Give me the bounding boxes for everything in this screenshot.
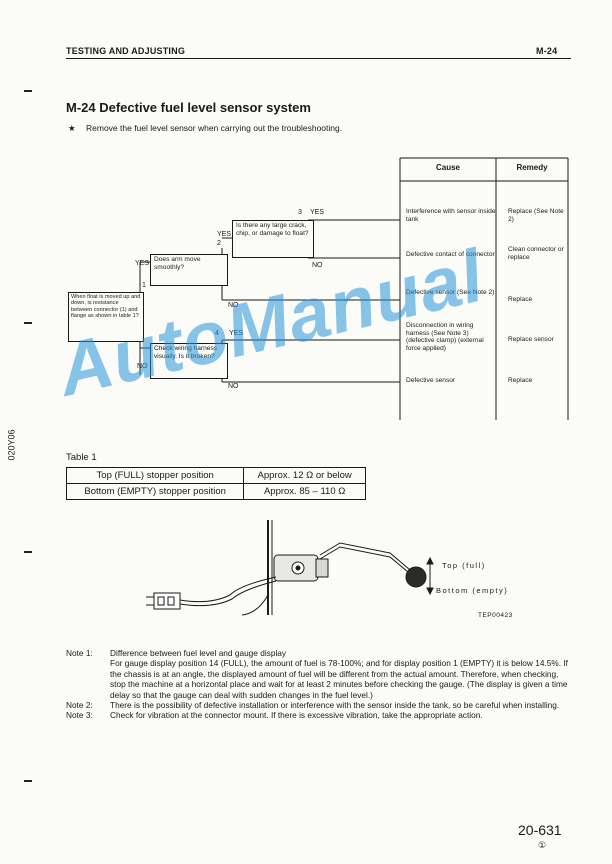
note-line: For gauge display position 14 (FULL), th…	[110, 658, 568, 700]
yes-label: YES	[229, 330, 244, 337]
question-3-text: Is there any large crack, chip, or damag…	[236, 222, 309, 237]
remedy-2: Clean connector or replace	[508, 246, 564, 261]
cause-1: Interference with sensor inside tank	[406, 208, 496, 223]
resistance-table: Top (FULL) stopper position Approx. 12 Ω…	[65, 467, 366, 500]
note-line: Difference between fuel level and gauge …	[110, 648, 287, 658]
note-line: Check for vibration at the connector mou…	[110, 710, 483, 721]
table-cell: Bottom (EMPTY) stopper position	[65, 483, 245, 500]
note-1: Note 1: Difference between fuel level an…	[66, 648, 570, 700]
no-label: NO	[228, 383, 239, 390]
no-label: NO	[137, 363, 148, 370]
margin-tick	[24, 551, 32, 553]
section-header: TESTING AND ADJUSTING	[66, 46, 186, 56]
header-rule	[66, 58, 571, 59]
question-2-text: Does arm move smoothly?	[154, 256, 201, 271]
note-key: Note 1:	[66, 648, 93, 658]
note-line: There is the possibility of defective in…	[110, 700, 560, 711]
table-cell: Approx. 12 Ω or below	[243, 467, 366, 484]
note-key: Note 2:	[66, 700, 93, 711]
no-label: NO	[228, 302, 239, 309]
cause-3: Defective sensor (See Note 2)	[406, 289, 495, 296]
cause-4: Disconnection in wiring harness (See Not…	[406, 322, 484, 352]
notes-section: Note 1: Difference between fuel level an…	[66, 648, 570, 721]
cause-header: Cause	[435, 163, 460, 172]
table-row: Bottom (EMPTY) stopper position Approx. …	[65, 483, 366, 500]
float-bottom-label: Bottom (empty)	[436, 586, 509, 595]
question-3-number: 3	[298, 209, 302, 216]
intro-text: Remove the fuel level sensor when carryi…	[86, 123, 343, 133]
note-key: Note 3:	[66, 710, 93, 721]
no-label: NO	[312, 262, 323, 269]
yes-label: YES	[135, 260, 150, 267]
float-top-label: Top (full)	[442, 561, 486, 570]
remedy-4: Replace sensor	[508, 336, 554, 343]
question-2-box: Does arm move smoothly?	[150, 254, 228, 286]
intro-note: ★ Remove the fuel level sensor when carr…	[68, 123, 342, 134]
yes-label: YES	[217, 231, 232, 238]
question-1-box: When float is moved up and down, is resi…	[68, 292, 144, 342]
question-4-box: Check wiring harness visually. Is it bro…	[150, 343, 228, 379]
margin-tick	[24, 780, 32, 782]
fuel-sensor-figure	[146, 520, 427, 616]
cause-2: Defective contact of connector	[406, 251, 495, 258]
remedy-3: Replace	[508, 296, 533, 303]
star-icon: ★	[68, 123, 76, 133]
page-number: 20-631	[518, 822, 562, 838]
figure-code: TEP00423	[478, 612, 513, 619]
question-2-number: 2	[217, 240, 221, 247]
question-1-number: 1	[142, 282, 146, 289]
remedy-header: Remedy	[516, 163, 548, 172]
question-3-box: Is there any large crack, chip, or damag…	[232, 220, 314, 258]
margin-tick	[24, 90, 32, 92]
note-3: Note 3: Check for vibration at the conne…	[66, 710, 570, 720]
section-code: M-24	[536, 46, 558, 56]
revision-mark: ①	[538, 840, 547, 850]
cause-5: Defective sensor	[406, 377, 456, 384]
question-4-text: Check wiring harness visually. Is it bro…	[154, 345, 218, 360]
page-title: M-24 Defective fuel level sensor system	[66, 100, 311, 115]
question-1-text: When float is moved up and down, is resi…	[71, 294, 141, 320]
remedy-5: Replace	[508, 377, 533, 384]
travel-arrow-icon	[426, 556, 434, 596]
remedy-1: Replace (See Note 2)	[508, 208, 564, 223]
question-4-number: 4	[215, 330, 219, 337]
table-row: Top (FULL) stopper position Approx. 12 Ω…	[65, 467, 366, 484]
yes-label: YES	[310, 209, 325, 216]
table-caption: Table 1	[66, 452, 97, 463]
margin-tick	[24, 322, 32, 324]
table-cell: Approx. 85 – 110 Ω	[243, 483, 366, 500]
note-2: Note 2: There is the possibility of defe…	[66, 700, 570, 710]
table-cell: Top (FULL) stopper position	[65, 467, 245, 484]
